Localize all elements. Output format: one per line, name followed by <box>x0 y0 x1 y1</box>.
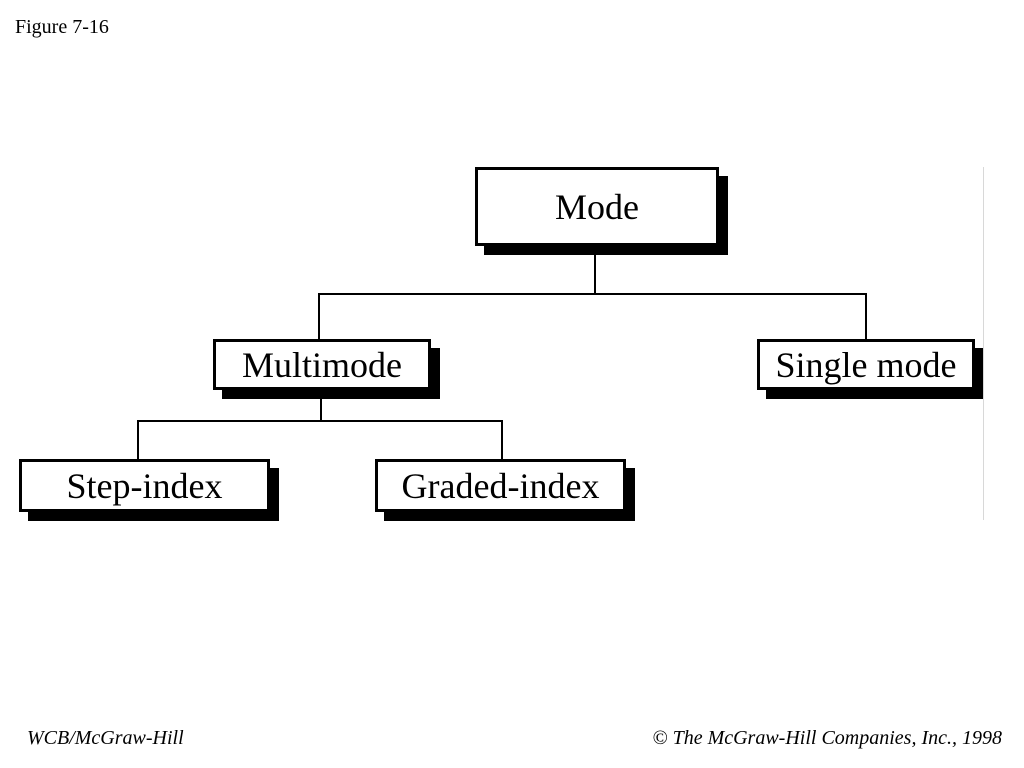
publisher-footer: WCB/McGraw-Hill <box>27 727 184 749</box>
node-mode: Mode <box>475 167 728 255</box>
copyright-text: The McGraw-Hill Companies, Inc., 1998 <box>672 727 1002 749</box>
divider <box>983 167 984 520</box>
node-step-index-label: Step-index <box>19 459 270 512</box>
connector-to-single-mode <box>865 293 867 339</box>
node-single-mode: Single mode <box>757 339 984 399</box>
node-single-mode-label: Single mode <box>757 339 975 390</box>
copyright-footer: © The McGraw-Hill Companies, Inc., 1998 <box>652 726 1002 750</box>
copyright-symbol: © <box>652 727 668 749</box>
node-graded-index: Graded-index <box>375 459 635 521</box>
connector-to-step-index <box>137 420 139 460</box>
node-multimode: Multimode <box>213 339 440 399</box>
connector-multimode-stem <box>320 398 322 421</box>
connector-to-multimode <box>318 293 320 340</box>
connector-mode-stem <box>594 254 596 294</box>
node-graded-index-label: Graded-index <box>375 459 626 512</box>
connector-multimode-branch <box>137 420 503 422</box>
node-step-index: Step-index <box>19 459 279 521</box>
connector-to-graded-index <box>501 420 503 460</box>
node-multimode-label: Multimode <box>213 339 431 390</box>
node-mode-label: Mode <box>475 167 719 246</box>
connector-mode-branch <box>318 293 867 295</box>
figure-label: Figure 7-16 <box>15 16 109 38</box>
